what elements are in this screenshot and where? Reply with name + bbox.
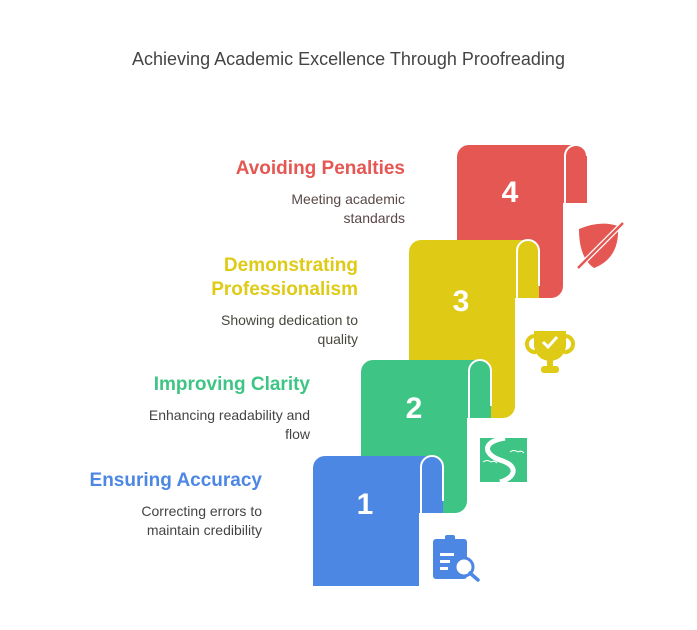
step-4-description: Meeting academic standards <box>291 191 405 226</box>
step-4-text: Avoiding Penalties Meeting academic stan… <box>165 157 405 228</box>
step-2-description: Enhancing readability and flow <box>148 407 310 442</box>
step-1-text: Ensuring Accuracy Correcting errors to m… <box>22 469 262 540</box>
step-3-number: 3 <box>453 285 470 318</box>
trophy-check-icon <box>524 331 576 373</box>
step-4-number: 4 <box>502 176 519 209</box>
step-1-heading: Ensuring Accuracy <box>89 470 262 491</box>
step-1-ribbon <box>313 455 444 586</box>
diagram-title: Achieving Academic Excellence Through Pr… <box>132 49 565 69</box>
step-3-heading: Demonstrating Professionalism <box>211 255 358 300</box>
step-2-number: 2 <box>406 392 423 425</box>
step-4-heading: Avoiding Penalties <box>235 158 405 179</box>
shield-slash-icon <box>576 221 625 270</box>
clipboard-search-icon <box>433 535 480 582</box>
river-icon <box>480 435 527 485</box>
step-3-text: Demonstrating Professionalism Showing de… <box>118 254 358 349</box>
step-2-text: Improving Clarity Enhancing readability … <box>70 373 310 444</box>
step-1-number: 1 <box>357 488 374 521</box>
step-3-description: Showing dedication to quality <box>221 312 358 347</box>
step-2-heading: Improving Clarity <box>153 374 310 395</box>
step-1-description: Correcting errors to maintain credibilit… <box>141 503 262 538</box>
